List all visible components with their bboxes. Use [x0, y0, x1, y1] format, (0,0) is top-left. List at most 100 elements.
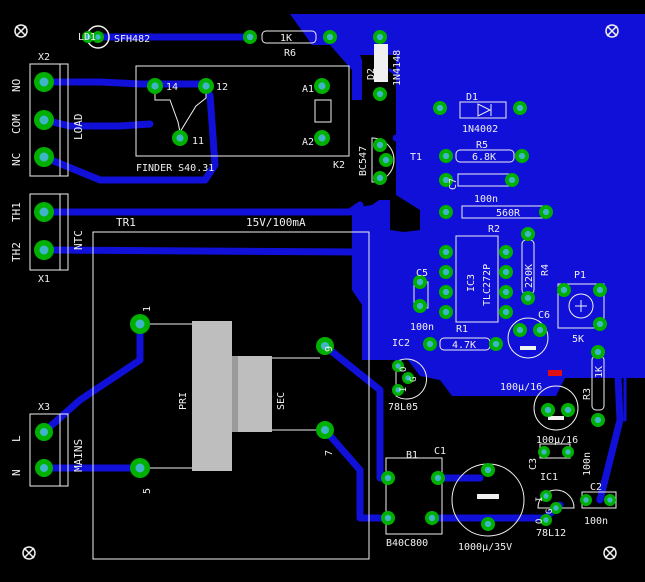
d2-ref-label: D2: [366, 68, 377, 80]
pad-hole: [376, 90, 384, 98]
pad-hole: [541, 449, 547, 455]
b1-ref-label: B1: [406, 450, 418, 461]
ic2-pin-o: O: [399, 367, 409, 372]
pad-hole: [560, 286, 568, 294]
t1-ref-label: T1: [410, 152, 422, 163]
pad-hole: [434, 474, 442, 482]
r1-ref-label: R1: [456, 324, 468, 335]
pad-hole: [502, 288, 510, 296]
pad-hole: [508, 176, 516, 184]
pad-hole: [395, 387, 401, 393]
r6-ref-label: R6: [284, 48, 296, 59]
c3-ref-label: C3: [528, 458, 539, 470]
transformer-core-sec: [238, 356, 272, 432]
relay-name-label: FINDER S40.31: [136, 163, 214, 174]
pad-hole: [594, 348, 602, 356]
pad-hole: [39, 463, 49, 473]
pad-hole: [395, 363, 401, 369]
pad-hole: [502, 268, 510, 276]
pad-hole: [553, 505, 559, 511]
pin-label-th2: TH2: [10, 242, 23, 262]
d1-ref-label: D1: [466, 92, 478, 103]
pad-hole: [516, 104, 524, 112]
transformer-core-mid: [232, 356, 238, 432]
pad-hole: [39, 207, 49, 217]
relay-coil-a1: A1: [302, 84, 314, 95]
pin-label-com: COM: [10, 114, 23, 134]
pad-hole: [484, 520, 492, 528]
pad-hole: [502, 248, 510, 256]
c1-value-label: 1000µ/35V: [458, 542, 512, 553]
pad-hole: [135, 319, 145, 329]
pad-hole: [384, 474, 392, 482]
pad-hole: [320, 341, 330, 351]
relay-coil-a2: A2: [302, 137, 314, 148]
pad-hole: [442, 152, 450, 160]
relay-ref-label: K2: [333, 160, 345, 171]
c6-value-label: 100µ/16: [500, 382, 542, 393]
c6-outline: [507, 317, 549, 359]
pad-hole: [39, 152, 49, 162]
relay-contact-symbol: [154, 86, 207, 134]
pad-hole: [326, 33, 334, 41]
pad-hole: [596, 320, 604, 328]
pad-hole: [95, 34, 101, 40]
r5-ref-label: R5: [476, 140, 488, 151]
c6-ref-label: C6: [538, 310, 550, 321]
d2-outline: [374, 44, 388, 82]
pad-hole: [176, 134, 184, 142]
c5-ref-label: C5: [416, 268, 428, 279]
pad-hole: [536, 326, 544, 334]
pad-hole: [518, 152, 526, 160]
pad-hole: [542, 208, 550, 216]
ic2-ref-label: IC2: [392, 338, 410, 349]
c2-value-label: 100n: [584, 516, 608, 527]
c6-mark: [520, 346, 536, 350]
pad-hole: [516, 326, 524, 334]
pad-hole: [442, 208, 450, 216]
relay-coil-symbol: [314, 99, 332, 123]
pad-hole: [376, 33, 384, 41]
r3-ref-label: R3: [582, 388, 593, 400]
c1-polarity-mark: [477, 494, 499, 499]
pad-hole: [320, 425, 330, 435]
pin-label-no: NO: [10, 79, 23, 92]
d1-part-label: 1N4002: [462, 124, 498, 135]
pad-hole: [442, 268, 450, 276]
pad-hole: [436, 104, 444, 112]
pad-hole: [39, 245, 49, 255]
pad-hole: [544, 406, 552, 414]
pad-hole: [135, 463, 145, 473]
ic2-pin-g: G: [409, 377, 419, 382]
pin-label-th1: TH1: [10, 202, 23, 222]
pad-hole: [596, 286, 604, 294]
pad-hole: [426, 340, 434, 348]
bridge-outline: [385, 457, 443, 535]
load-label: LOAD: [72, 114, 85, 141]
pad-hole: [565, 449, 571, 455]
ntc-label: NTC: [72, 230, 85, 250]
mains-label: MAINS: [72, 439, 85, 472]
pad-hole: [416, 302, 424, 310]
tr1-pin-1: 1: [142, 306, 153, 312]
pad-hole: [524, 230, 532, 238]
pad-hole: [85, 34, 91, 40]
r4-ref-label: R4: [540, 264, 551, 276]
tr1-sec-label: SEC: [276, 392, 287, 410]
p1-value-label: 5K: [572, 334, 584, 345]
ic1-ref-label: IC1: [540, 472, 558, 483]
pad-hole: [607, 497, 613, 503]
r4-value-label: 220K: [524, 264, 535, 288]
ic1-part-label: 78L12: [536, 528, 566, 539]
ic1-outline: [537, 489, 575, 509]
c1-ref-label: C1: [434, 446, 446, 457]
relay-pin-11: 11: [192, 136, 204, 147]
connector-housings: [29, 63, 69, 487]
c7-value-label: 100n: [474, 194, 498, 205]
tr1-pin-5: 5: [142, 488, 153, 494]
pad-hole: [484, 466, 492, 474]
pad-hole: [202, 82, 210, 90]
tr1-rating-label: 15V/100mA: [246, 216, 306, 229]
r1-value-label: 4.7K: [452, 340, 476, 351]
pad-hole: [524, 294, 532, 302]
